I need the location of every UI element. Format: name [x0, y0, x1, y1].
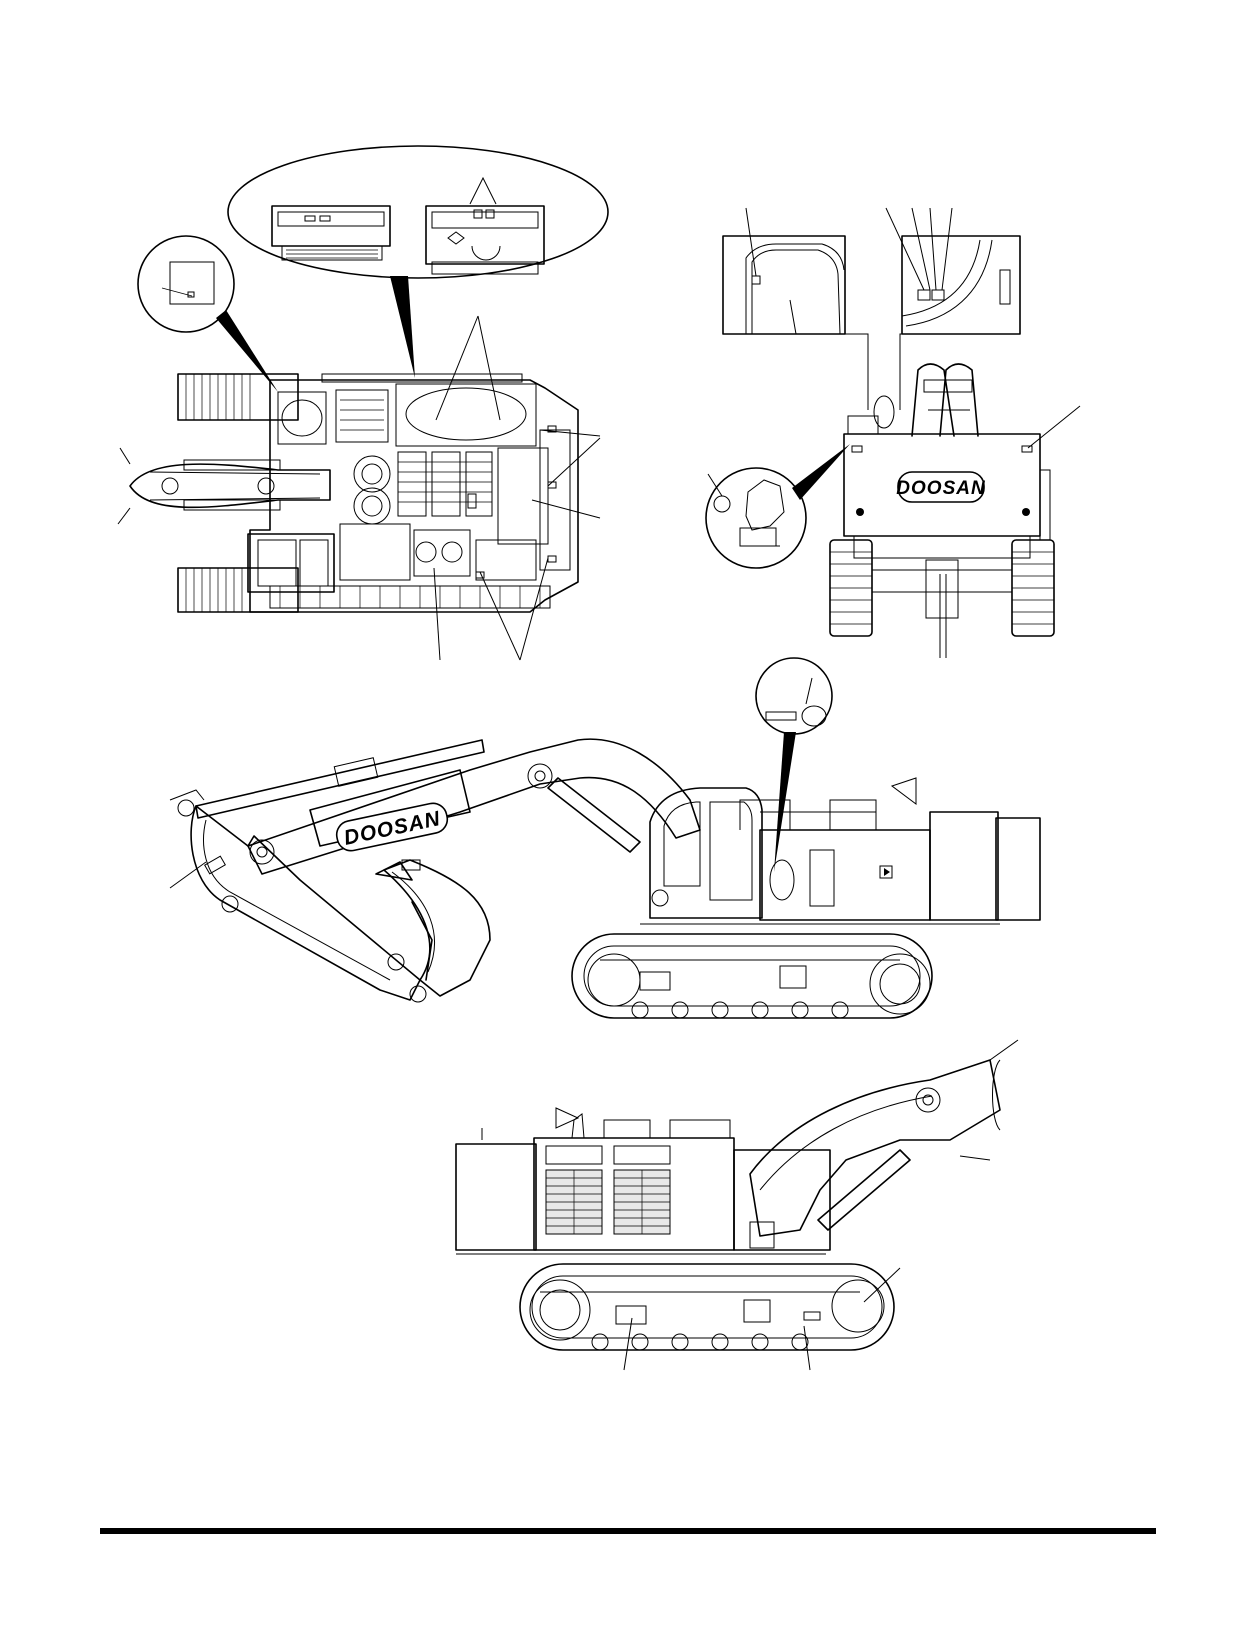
filter-callout-circle	[755, 657, 833, 735]
left-side-view: DOOSAN	[169, 657, 1041, 1019]
rear-detail-box-left	[722, 235, 846, 335]
top-callout-detail-left	[271, 205, 391, 261]
seat-callout-circle	[705, 467, 807, 569]
right-side-leader-lines	[623, 1267, 901, 1371]
rear-detail-box-right	[901, 235, 1021, 335]
upper-structure-top	[247, 373, 579, 613]
right-upper-body	[455, 1107, 831, 1255]
top-view	[117, 145, 609, 661]
top-view-leader-lines	[117, 315, 601, 661]
left-bucket	[375, 859, 491, 997]
callout-pointer-top	[390, 276, 415, 378]
callout-pointer-rear	[792, 444, 850, 500]
track-bottom	[177, 567, 299, 613]
rear-boom	[911, 363, 979, 437]
right-side-view	[455, 1039, 1019, 1371]
top-callout-ellipse	[227, 145, 609, 279]
left-arm	[169, 789, 427, 1003]
left-upper-body	[640, 777, 1041, 925]
rear-view: DOOSAN	[705, 207, 1081, 658]
rear-undercarriage	[829, 535, 1055, 658]
right-track	[519, 1263, 895, 1351]
top-callout-detail-right	[425, 176, 545, 275]
callout-pointer-left	[216, 310, 278, 392]
small-callout-circle	[137, 235, 235, 333]
boom-top	[129, 459, 331, 511]
rear-counterweight: DOOSAN	[843, 395, 1051, 541]
right-boom	[749, 1039, 1019, 1237]
track-top	[177, 373, 299, 421]
callout-pointer-side	[774, 732, 796, 872]
left-boom: DOOSAN	[195, 738, 701, 875]
left-cab	[649, 787, 763, 919]
left-track	[571, 933, 933, 1019]
rear-logo: DOOSAN	[896, 478, 986, 499]
footer-rule	[100, 1528, 1156, 1534]
